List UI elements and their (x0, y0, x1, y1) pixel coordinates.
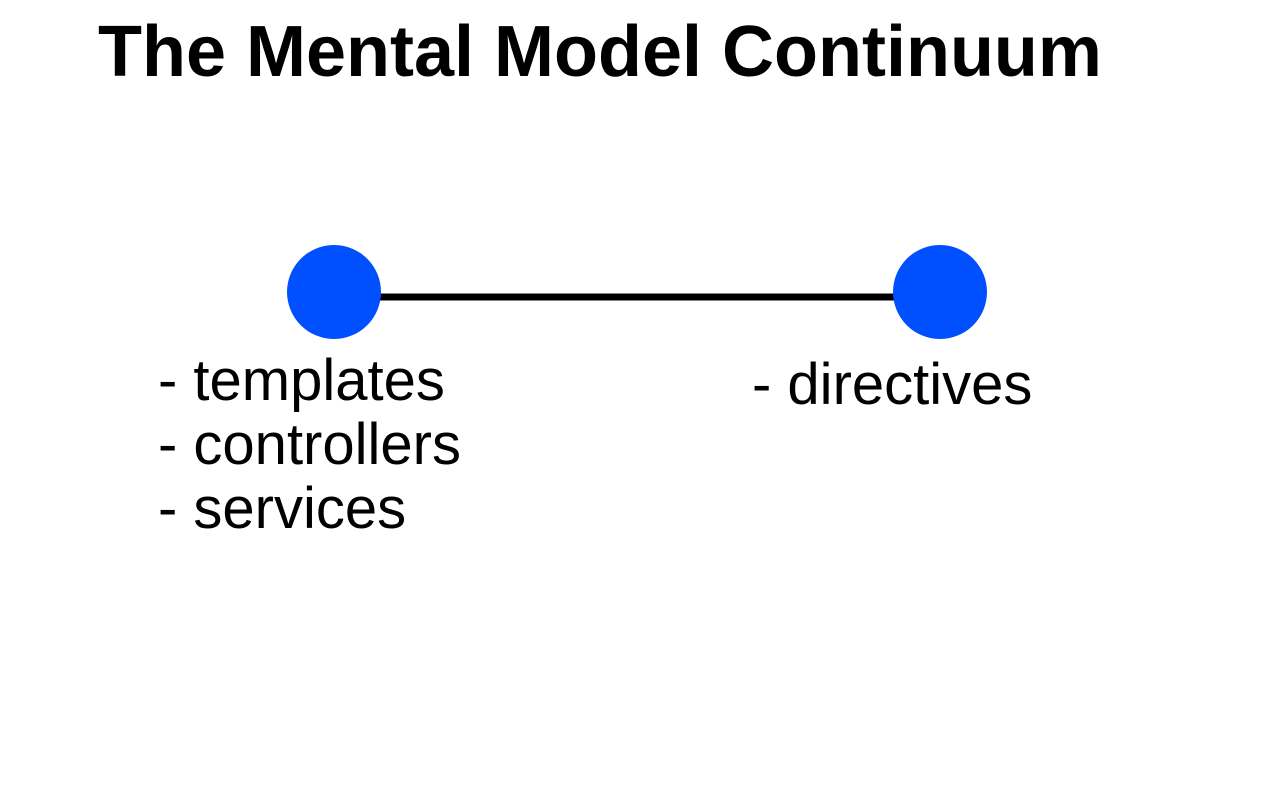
right-endpoint-list: - directives (752, 353, 1032, 417)
left-list-item: - services (158, 476, 407, 541)
left-list-item: - templates (158, 348, 445, 413)
slide-title: The Mental Model Continuum (98, 12, 1102, 92)
left-list-item: - controllers (158, 412, 461, 477)
right-list-item: - directives (752, 352, 1033, 417)
right-endpoint-node (893, 245, 987, 339)
left-endpoint-node (287, 245, 381, 339)
left-endpoint-list: - templates - controllers - services (158, 349, 461, 541)
